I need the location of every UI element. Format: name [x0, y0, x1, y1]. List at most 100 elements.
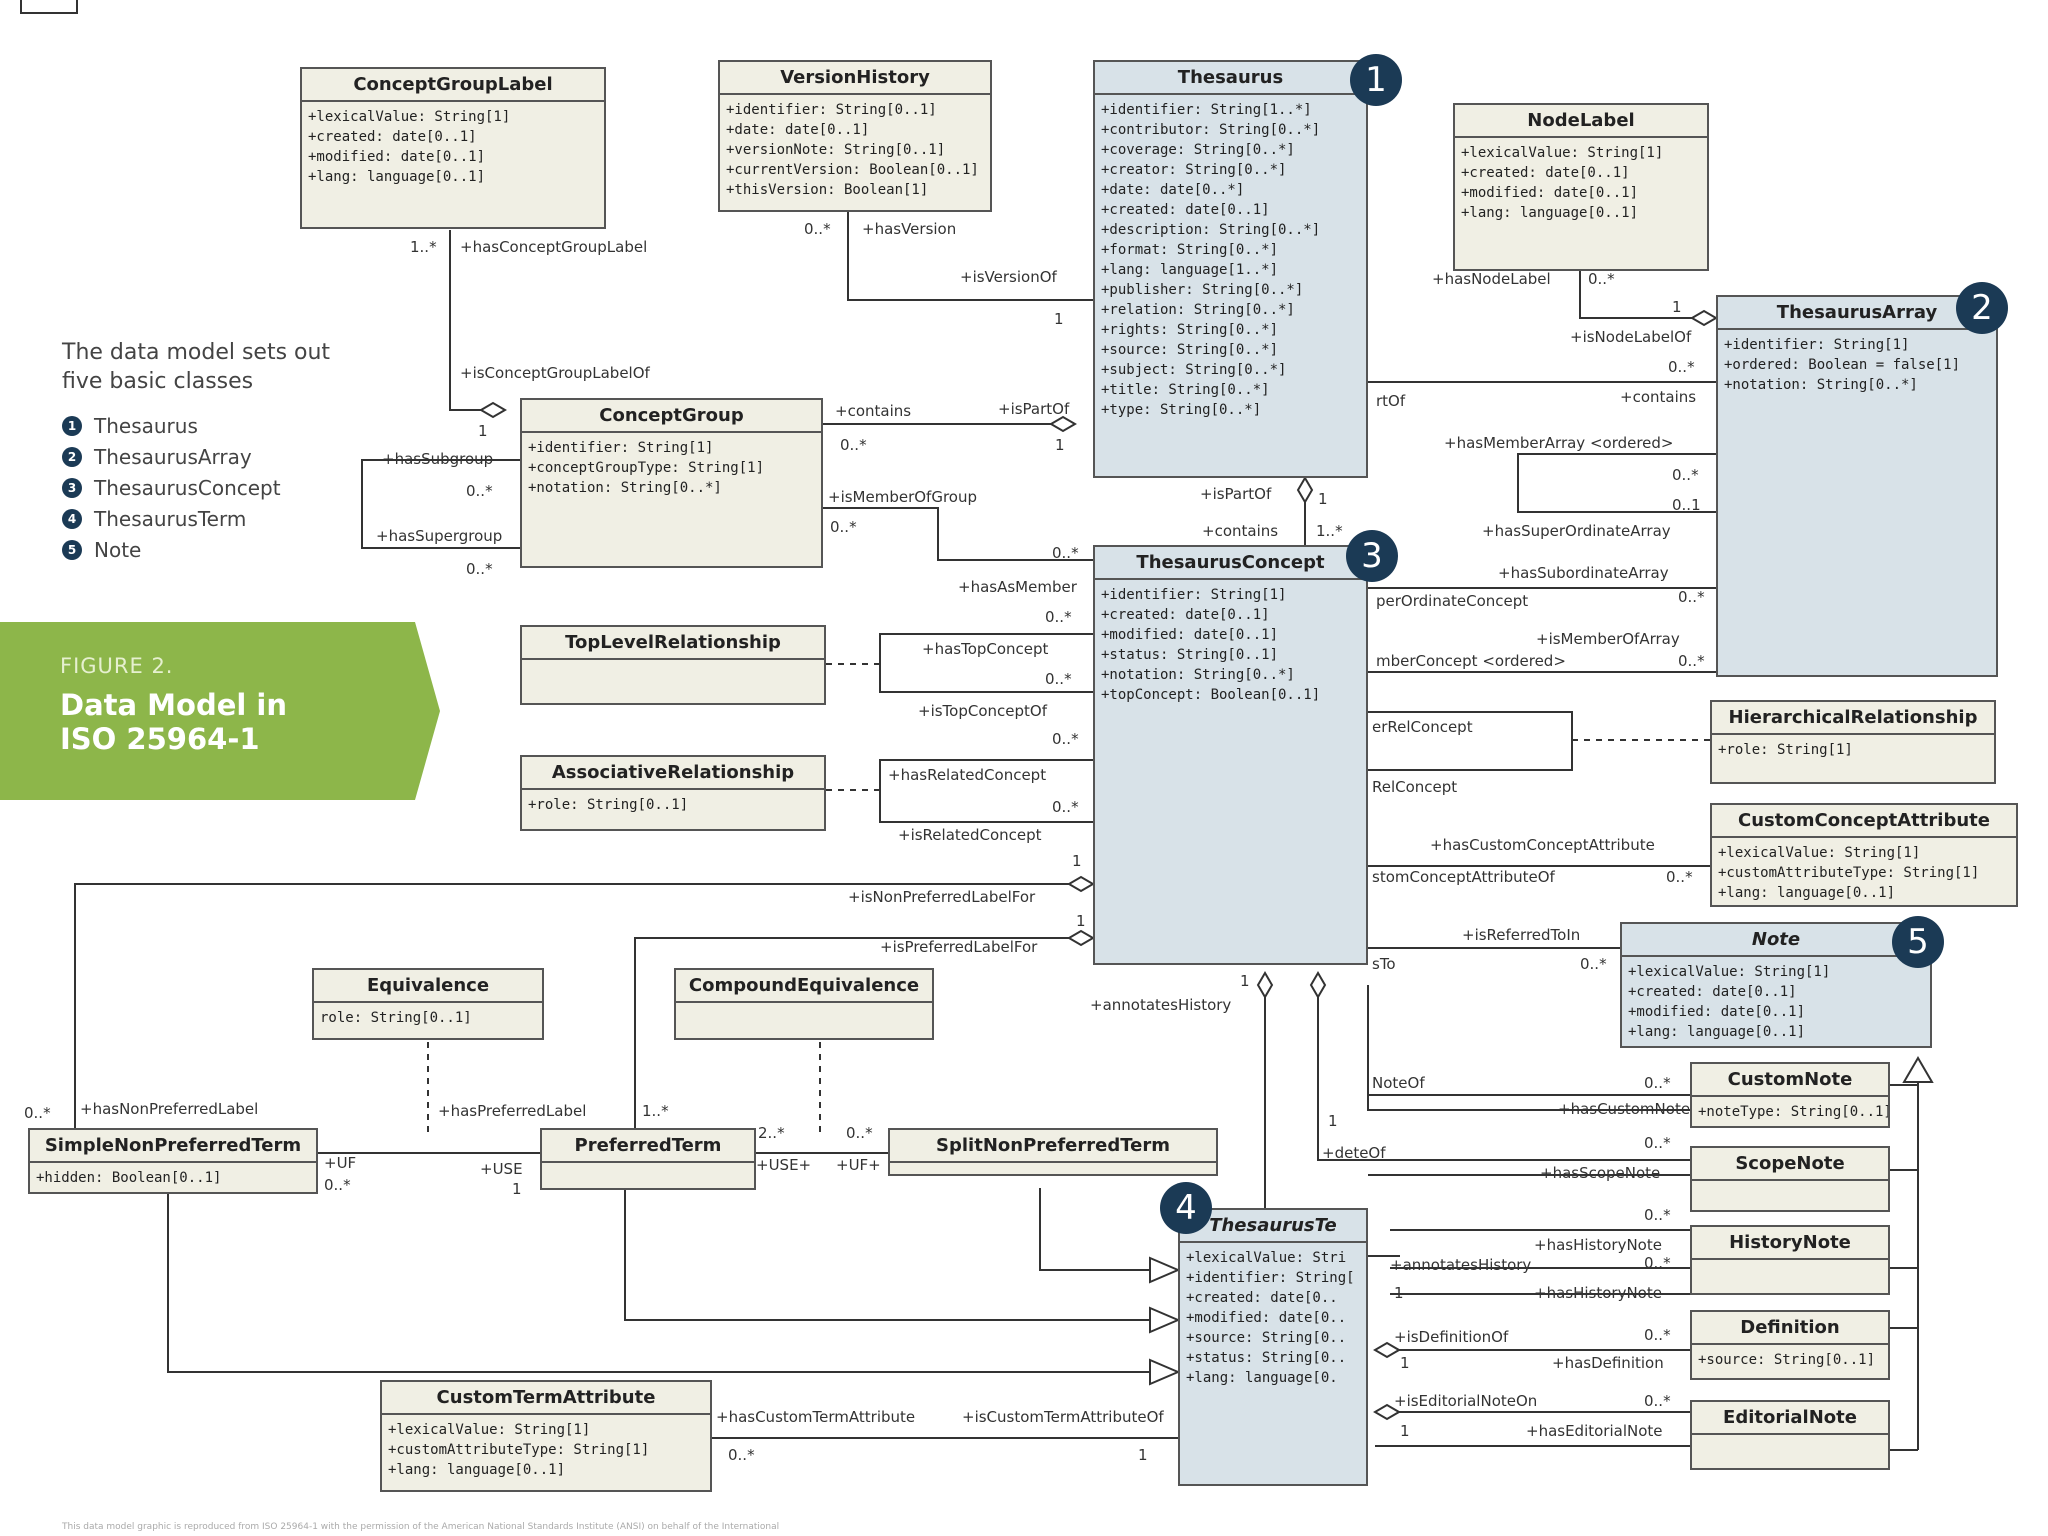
class-name: ScopeNote — [1692, 1148, 1888, 1181]
multiplicity-label: 0..* — [1045, 670, 1072, 688]
class-attribute: +lang: language[1..*] — [1101, 262, 1279, 278]
class-attribute: +customAttributeType: String[1] — [1718, 865, 1980, 881]
class-scope-note: ScopeNote — [1690, 1146, 1890, 1212]
role-label: +UF+ — [836, 1156, 881, 1174]
class-attributes: +lexicalValue: String[1] +customAttribute… — [1712, 838, 2016, 908]
multiplicity-label: 1..* — [642, 1102, 669, 1120]
class-attribute: +identifier: String[1..*] — [1101, 102, 1312, 118]
multiplicity-label: 1 — [1328, 1112, 1338, 1130]
class-attribute: +created: date[0..1] — [1461, 165, 1630, 181]
intro-text: The data model sets out five basic class… — [62, 338, 330, 396]
role-label: NoteOf — [1372, 1074, 1425, 1092]
figure-title-line-2: ISO 25964-1 — [60, 722, 260, 756]
class-attribute: +lexicalValue: String[1] — [1718, 845, 1921, 861]
class-name: ConceptGroup — [522, 400, 821, 433]
multiplicity-label: 0..* — [466, 560, 493, 578]
multiplicity-label: 1 — [1400, 1354, 1410, 1372]
class-attribute: role: String[0..1] — [320, 1010, 472, 1026]
role-label: +isNonPreferredLabelFor — [848, 888, 1036, 906]
role-label: sTo — [1372, 955, 1396, 973]
role-label: +isReferredToIn — [1462, 926, 1581, 944]
class-name: ThesaurusConcept — [1095, 547, 1366, 580]
class-name: EditorialNote — [1692, 1402, 1888, 1435]
class-name: ThesaurusTe — [1180, 1210, 1366, 1243]
number-4-badge-icon: 4 — [1160, 1182, 1212, 1234]
multiplicity-label: 0..* — [24, 1104, 51, 1122]
role-label: +deteOf — [1322, 1144, 1386, 1162]
class-attribute: +lexicalValue: String[1] — [1628, 964, 1831, 980]
multiplicity-label: 0..* — [1678, 652, 1705, 670]
role-label: +hasCustomConceptAttribute — [1430, 836, 1655, 854]
class-attributes: +lexicalValue: String[1]+customAttribute… — [382, 1415, 710, 1485]
multiplicity-label: 0..* — [728, 1446, 755, 1464]
class-name: HierarchicalRelationship — [1712, 702, 1994, 735]
figure-label: FIGURE 2. — [60, 654, 174, 678]
multiplicity-label: 0..* — [1668, 358, 1695, 376]
role-label: +hasNodeLabel — [1432, 270, 1551, 288]
multiplicity-label: 0..* — [1644, 1074, 1671, 1092]
class-attribute: +notation: String[0..*] — [1724, 377, 1918, 393]
multiplicity-label: 0..* — [1644, 1392, 1671, 1410]
class-attributes — [890, 1163, 1216, 1173]
role-label: +hasSupergroup — [376, 527, 503, 545]
class-version-history: VersionHistory+identifier: String[0..1]+… — [718, 60, 992, 212]
role-label: +isPreferredLabelFor — [880, 938, 1038, 956]
multiplicity-label: 1 — [1055, 436, 1065, 454]
multiplicity-label: 0..* — [1644, 1326, 1671, 1344]
class-attributes: +source: String[0..1] — [1692, 1345, 1888, 1375]
role-label: +isPartOf — [1200, 485, 1272, 503]
role-label: +hasConceptGroupLabel — [460, 238, 648, 256]
class-attribute: +lang: language[0..1] — [1718, 885, 1896, 901]
role-label: +USE — [480, 1160, 523, 1178]
class-attribute: +thisVersion: Boolean[1] — [726, 182, 929, 198]
multiplicity-label: 0..* — [1672, 466, 1699, 484]
role-label: +contains — [1620, 388, 1697, 406]
role-label: +hasTopConcept — [922, 640, 1049, 658]
role-label: +isTopConceptOf — [918, 702, 1047, 720]
class-attribute: +versionNote: String[0..1] — [726, 142, 946, 158]
role-label: +isMemberOfArray — [1536, 630, 1680, 648]
role-label: +hasPreferredLabel — [438, 1102, 587, 1120]
role-label: RelConcept — [1372, 778, 1458, 796]
role-label: +isNodeLabelOf — [1570, 328, 1692, 346]
class-attribute: +created: date[0.. — [1186, 1290, 1338, 1306]
class-name: ThesaurusArray — [1718, 297, 1996, 330]
class-attribute: +identifier: String[1] — [1101, 587, 1287, 603]
class-attribute: +lang: language[0..1] — [388, 1462, 566, 1478]
role-label: +hasSubordinateArray — [1498, 564, 1669, 582]
class-concept-group: ConceptGroup+identifier: String[1]+conce… — [520, 398, 823, 568]
class-attribute: +role: String[0..1] — [528, 797, 689, 813]
class-attribute: +creator: String[0..*] — [1101, 162, 1287, 178]
multiplicity-label: 0..* — [1580, 955, 1607, 973]
role-label: +hasSuperOrdinateArray — [1482, 522, 1671, 540]
class-attribute: +identifier: String[1] — [1724, 337, 1910, 353]
number-badge-icon: 1 — [62, 415, 82, 436]
role-label: mberConcept <ordered> — [1376, 652, 1566, 670]
class-definition: Definition+source: String[0..1] — [1690, 1310, 1890, 1380]
class-attribute: +currentVersion: Boolean[0..1] — [726, 162, 979, 178]
multiplicity-label: 0..* — [1644, 1134, 1671, 1152]
role-label: +hasEditorialNote — [1526, 1422, 1663, 1440]
class-name: CustomConceptAttribute — [1712, 805, 2016, 838]
figure-title: Data Model in ISO 25964-1 — [60, 688, 287, 756]
role-label: +hasDefinition — [1552, 1354, 1664, 1372]
multiplicity-label: 0..* — [840, 436, 867, 454]
figure-banner: FIGURE 2. Data Model in ISO 25964-1 — [0, 622, 440, 800]
class-attribute: +modified: date[0..1] — [308, 149, 486, 165]
number-1-badge-icon: 1 — [1350, 54, 1402, 106]
class-attributes: +identifier: String[0..1]+date: date[0..… — [720, 95, 990, 205]
figure-title-line-1: Data Model in — [60, 688, 288, 722]
intro-line-2: five basic classes — [62, 369, 254, 394]
class-attribute: +created: date[0..1] — [1628, 984, 1797, 1000]
role-label: erRelConcept — [1372, 718, 1473, 736]
multiplicity-label: 1..* — [1316, 522, 1343, 540]
class-name: CustomTermAttribute — [382, 1382, 710, 1415]
class-attribute: +ordered: Boolean = false[1] — [1724, 357, 1961, 373]
multiplicity-label: 1 — [1394, 1284, 1404, 1302]
class-node-label: NodeLabel+lexicalValue: String[1]+create… — [1453, 103, 1709, 271]
class-compound-equivalence: CompoundEquivalence — [674, 968, 934, 1040]
class-attribute: +notation: String[0..*] — [528, 480, 722, 496]
